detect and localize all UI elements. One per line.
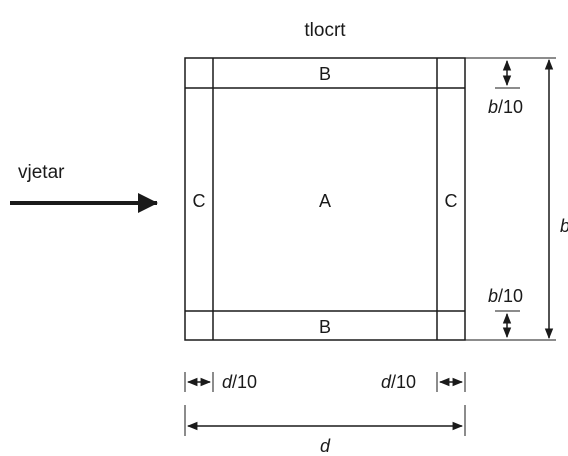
- b10-top-rest: /10: [498, 97, 523, 117]
- b10-top-var: b: [488, 97, 498, 117]
- d10-right-rest: /10: [391, 372, 416, 392]
- d-dimension-label: d: [320, 436, 331, 456]
- zone-label-b-bottom: B: [319, 317, 331, 337]
- zone-label-c-left: C: [193, 191, 206, 211]
- d10-left-rest: /10: [232, 372, 257, 392]
- d10-right-var: d: [381, 372, 392, 392]
- wind-label: vjetar: [18, 162, 65, 183]
- plan-title: tlocrt: [304, 20, 346, 41]
- b10-bottom-rest: /10: [498, 286, 523, 306]
- building-outline: [184, 57, 466, 341]
- b10-top-label: b/10: [488, 97, 523, 117]
- b-dimension-label: b: [560, 216, 568, 236]
- d10-right-label: d/10: [381, 372, 416, 392]
- d10-left-var: d: [222, 372, 233, 392]
- b10-bottom-var: b: [488, 286, 498, 306]
- b10-bottom-label: b/10: [488, 286, 523, 306]
- zone-label-b-top: B: [319, 64, 331, 84]
- zone-label-a: A: [319, 191, 331, 211]
- d10-left-label: d/10: [222, 372, 257, 392]
- zone-label-c-right: C: [445, 191, 458, 211]
